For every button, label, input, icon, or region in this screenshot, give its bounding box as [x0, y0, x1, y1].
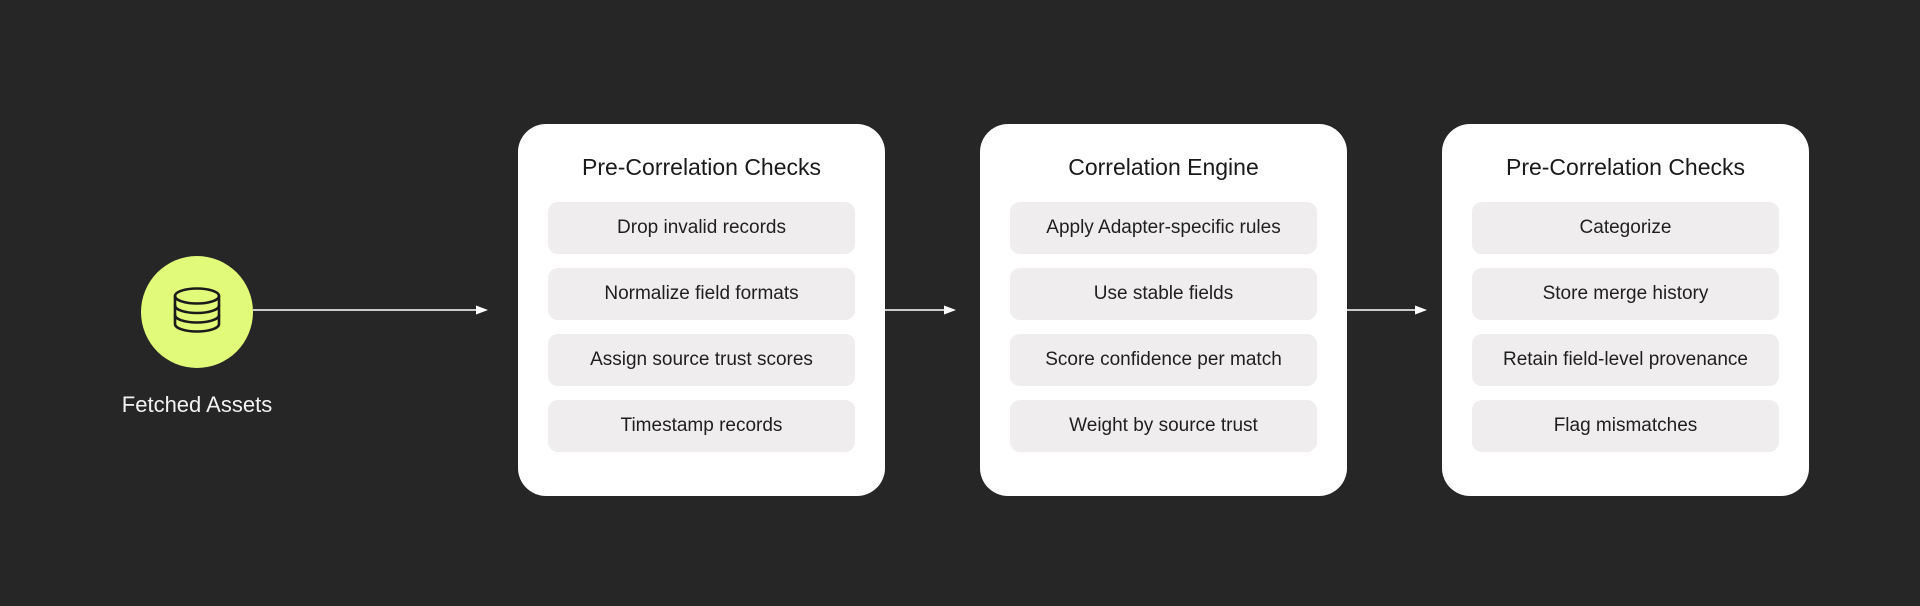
step-list: Categorize Store merge history Retain fi…	[1442, 202, 1809, 452]
step-list: Drop invalid records Normalize field for…	[518, 202, 885, 452]
stage-title: Pre-Correlation Checks	[1505, 154, 1746, 180]
database-icon	[171, 284, 223, 341]
connector-arrow-1	[885, 305, 956, 315]
stage-card-post-correlation: Pre-Correlation Checks Categorize Store …	[1442, 124, 1809, 496]
source-node	[141, 256, 253, 368]
connector-arrow-2	[1347, 305, 1427, 315]
step-item: Categorize	[1472, 202, 1779, 254]
stage-card-correlation-engine: Correlation Engine Apply Adapter-specifi…	[980, 124, 1347, 496]
step-item: Weight by source trust	[1010, 400, 1317, 452]
stage-card-pre-correlation: Pre-Correlation Checks Drop invalid reco…	[518, 124, 885, 496]
step-item: Normalize field formats	[548, 268, 855, 320]
step-list: Apply Adapter-specific rules Use stable …	[980, 202, 1347, 452]
step-item: Store merge history	[1472, 268, 1779, 320]
connector-arrow-source	[253, 305, 488, 315]
step-item: Timestamp records	[548, 400, 855, 452]
step-item: Retain field-level provenance	[1472, 334, 1779, 386]
stage-title: Pre-Correlation Checks	[581, 154, 822, 180]
step-item: Drop invalid records	[548, 202, 855, 254]
step-item: Apply Adapter-specific rules	[1010, 202, 1317, 254]
stage-title: Correlation Engine	[1068, 154, 1259, 180]
step-item: Assign source trust scores	[548, 334, 855, 386]
step-item: Flag mismatches	[1472, 400, 1779, 452]
source-label: Fetched Assets	[121, 392, 273, 417]
step-item: Score confidence per match	[1010, 334, 1317, 386]
step-item: Use stable fields	[1010, 268, 1317, 320]
